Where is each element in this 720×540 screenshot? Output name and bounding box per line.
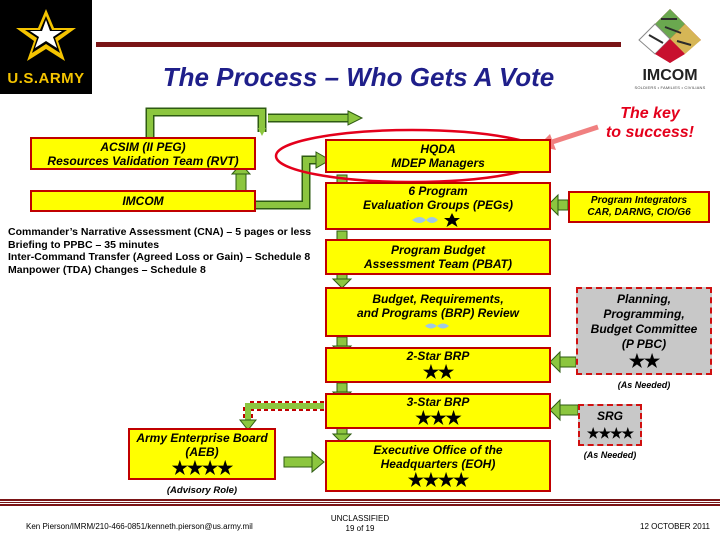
imcom-logo: IMCOM SOLDIERS • FAMILIES • CIVILIANS: [625, 5, 715, 100]
acsim-line2: Resources Validation Team (RVT): [47, 153, 239, 168]
peg-line1: 6 Program: [408, 184, 468, 198]
imcom-box-label: IMCOM: [122, 194, 164, 208]
aeb-role: (Advisory Role): [166, 485, 238, 496]
aeb-box: Army Enterprise Board (AEB) ★★★★: [128, 428, 276, 480]
hqda-line2: MDEP Managers: [391, 156, 485, 170]
ppbc-box: Planning, Programming, Budget Committee …: [576, 287, 712, 375]
srg-note: (As Needed): [583, 450, 637, 460]
page-title: The Process – Who Gets A Vote: [162, 62, 555, 92]
two-star-brp-label: 2-Star BRP: [406, 349, 470, 363]
peg-line2: Evaluation Groups (PEGs): [362, 198, 514, 212]
pbat-box: Program Budget Assessment Team (PBAT): [325, 239, 551, 275]
brp-line1: Budget, Requirements,: [372, 292, 504, 306]
army-star-icon: [16, 6, 76, 64]
srg-box: SRG ★★★★: [578, 404, 642, 446]
brp-line2: and Programs (BRP) Review: [356, 306, 520, 320]
eoh-line2: Headquarters (EOH): [380, 457, 496, 471]
ppbc-stars-icon: ★★: [628, 351, 660, 371]
brp-insignia-icon: [425, 323, 449, 329]
imcom-logo-text: IMCOM: [642, 67, 698, 84]
ppbc-line1: Planning,: [617, 292, 671, 306]
imcom-emblem-icon: [638, 9, 701, 63]
peg-box: 6 Program Evaluation Groups (PEGs): [325, 182, 551, 230]
eoh-line1: Executive Office of the: [373, 443, 503, 457]
army-logo: U.S.ARMY: [0, 0, 92, 94]
peg-insignia-icon: [412, 213, 460, 227]
note-cna: Commander’s Narrative Assessment (CNA) –…: [8, 226, 312, 238]
footer-classification: UNCLASSIFIED: [330, 514, 390, 523]
footer-date: 12 OCTOBER 2011: [640, 522, 710, 531]
pbat-line2: Assessment Team (PBAT): [363, 257, 513, 271]
aeb-line1: Army Enterprise Board: [136, 431, 268, 445]
two-star-icon: ★★: [422, 362, 454, 382]
hqda-box: HQDA MDEP Managers: [325, 139, 551, 173]
aeb-stars-icon: ★★★★: [171, 458, 234, 478]
key-callout: The key to success!: [590, 104, 710, 142]
ppbc-note: (As Needed): [617, 380, 671, 390]
aeb-line2: (AEB): [185, 445, 219, 459]
header-rule: [96, 42, 621, 47]
brp-box: Budget, Requirements, and Programs (BRP)…: [325, 287, 551, 337]
eoh-box: Executive Office of the Headquarters (EO…: [325, 440, 551, 492]
three-star-icon: ★★★: [415, 408, 461, 428]
requirements-notes: Commander’s Narrative Assessment (CNA) –…: [8, 226, 328, 276]
integrators-line1: Program Integrators: [590, 195, 688, 206]
hqda-line1: HQDA: [420, 142, 456, 156]
two-star-brp-box: 2-Star BRP ★★: [325, 347, 551, 383]
three-star-brp-label: 3-Star BRP: [406, 395, 470, 409]
eoh-stars-icon: ★★★★: [407, 470, 470, 490]
key-callout-line2: to success!: [605, 124, 695, 141]
ppbc-line2: Programming,: [603, 307, 685, 321]
srg-label: SRG: [596, 408, 623, 423]
srg-stars-icon: ★★★★: [586, 424, 634, 441]
acsim-line1: ACSIM (II PEG): [100, 139, 186, 154]
integrators-line2: CAR, DARNG, CIO/G6: [587, 207, 691, 218]
program-integrators-box: Program Integrators CAR, DARNG, CIO/G6: [568, 191, 710, 223]
pbat-line1: Program Budget: [390, 243, 485, 257]
imcom-logo-subtitle: SOLDIERS • FAMILIES • CIVILIANS: [634, 85, 706, 90]
ppbc-line3: Budget Committee: [590, 322, 698, 336]
acsim-box: ACSIM (II PEG) Resources Validation Team…: [30, 137, 256, 170]
imcom-box: IMCOM: [30, 190, 256, 212]
three-star-brp-box: 3-Star BRP ★★★: [325, 393, 551, 429]
note-transfer: Inter-Command Transfer (Agreed Loss or G…: [8, 251, 311, 263]
note-briefing: Briefing to PPBC – 35 minutes: [8, 238, 160, 251]
footer-author: Ken Pierson/IMRM/210-466-0851/kenneth.pi…: [26, 522, 253, 531]
footer-page-number: 19 of 19: [345, 524, 375, 533]
key-callout-line1: The key: [620, 105, 680, 122]
army-logo-text: U.S.ARMY: [7, 70, 85, 87]
note-manpower: Manpower (TDA) Changes – Schedule 8: [8, 263, 206, 276]
ppbc-line4: (P PBC): [621, 337, 667, 351]
